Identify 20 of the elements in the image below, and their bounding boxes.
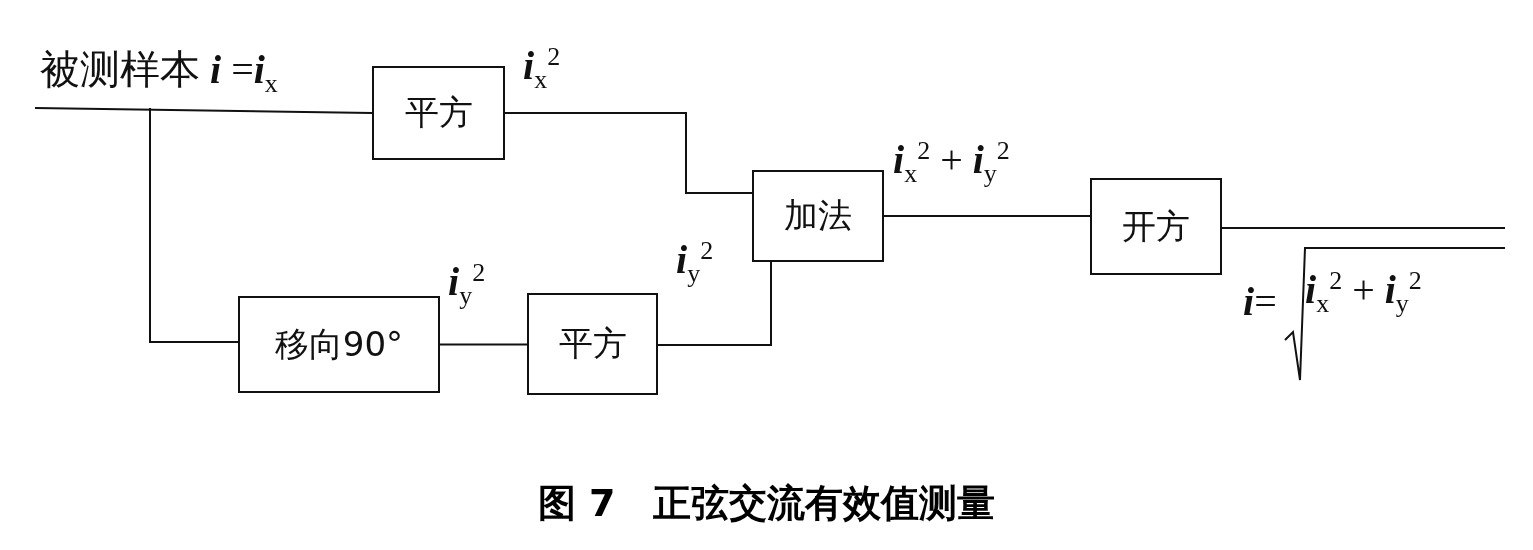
process-box [752, 170, 884, 262]
connector-line [34, 107, 373, 114]
connector-line [149, 107, 239, 343]
box-label: 平方 [558, 322, 627, 365]
process-box [1090, 178, 1222, 275]
connector-line [439, 343, 528, 346]
figure-caption: 图 7 正弦交流有效值测量 [536, 480, 997, 527]
box-label: 开方 [1122, 204, 1190, 248]
connector-line [883, 215, 1091, 217]
output-formula: i= [1243, 282, 1277, 322]
connector-line [504, 112, 753, 194]
process-box [372, 66, 505, 160]
process-box [238, 296, 440, 393]
box-label: 移向90° [274, 322, 404, 366]
box-label: 平方 [404, 91, 473, 134]
box-label: 加法 [784, 194, 852, 237]
process-box [527, 293, 658, 395]
input-label: 被测样本 i =i$_{x}$ [40, 50, 278, 97]
connector-line [1221, 227, 1506, 229]
connector-line [657, 261, 772, 346]
